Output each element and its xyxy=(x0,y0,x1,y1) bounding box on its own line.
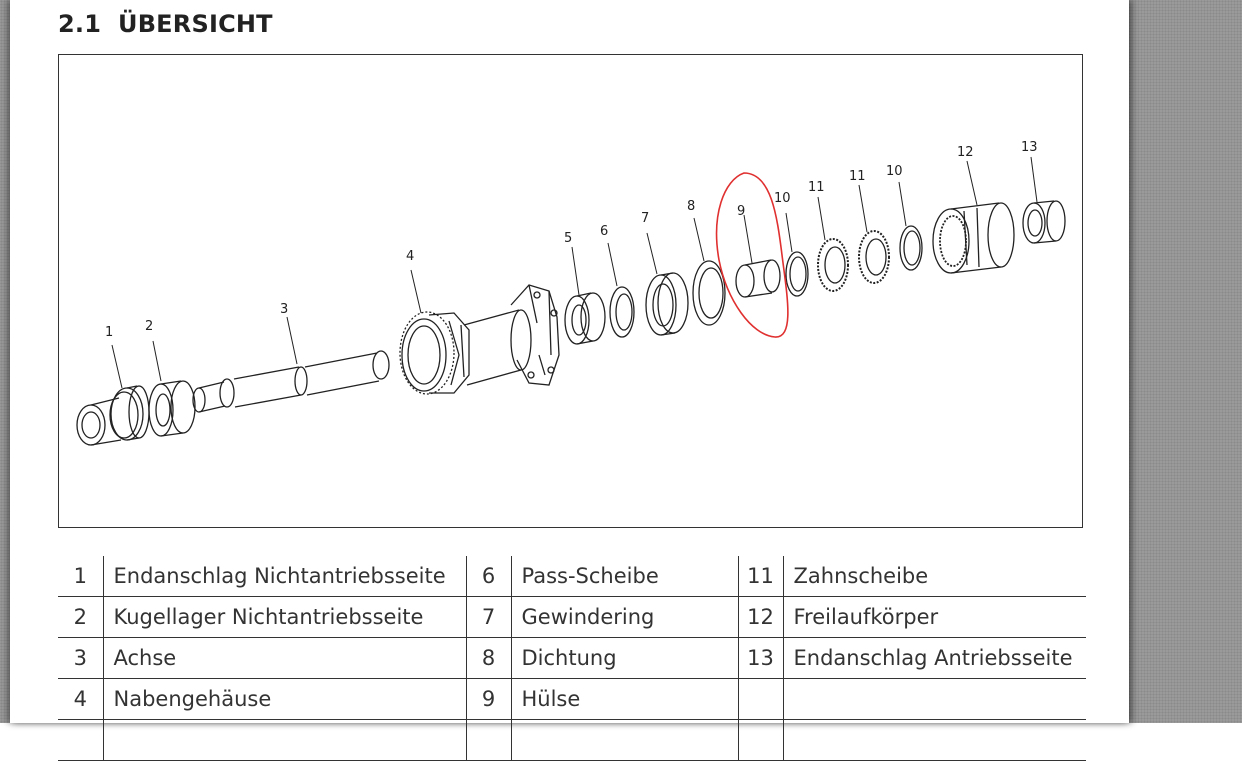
section-title: ÜBERSICHT xyxy=(118,10,273,38)
document-page[interactable]: 2.1 ÜBERSICHT xyxy=(10,0,1129,761)
callout-label: 12 xyxy=(957,145,974,160)
part-13-end-cap xyxy=(1022,200,1066,244)
callout-label: 8 xyxy=(687,199,695,214)
callout-label: 10 xyxy=(774,191,791,206)
part-7-threaded-ring xyxy=(645,272,689,336)
legend-part-name: Nabengehäuse xyxy=(103,678,467,720)
legend-part-name: Freilaufkörper xyxy=(783,596,1086,638)
part-12-freehub-body xyxy=(932,202,1015,274)
legend-part-name: Endanschlag Antriebsseite xyxy=(783,637,1086,679)
legend-part-name: Kugellager Nichtantriebsseite xyxy=(103,596,467,638)
section-heading: 2.1 ÜBERSICHT xyxy=(58,10,273,38)
callout-label: 11 xyxy=(808,180,825,195)
part-6-shim xyxy=(609,286,635,338)
part-11-star-ratchet-a xyxy=(817,238,849,292)
callout-label: 7 xyxy=(641,211,649,226)
legend-part-name: Hülse xyxy=(511,678,739,720)
callout-label: 5 xyxy=(564,231,572,246)
legend-part-name xyxy=(103,719,467,761)
part-5-bearing xyxy=(564,292,606,345)
callout-label: 13 xyxy=(1021,140,1038,155)
legend-part-name xyxy=(783,678,1086,720)
legend-part-number: 3 xyxy=(58,637,104,679)
callout-label: 10 xyxy=(886,164,903,179)
part-2-bearing xyxy=(148,380,196,437)
callout-label: 1 xyxy=(105,325,113,340)
legend-part-number: 1 xyxy=(58,556,104,597)
legend-part-number: 4 xyxy=(58,678,104,720)
legend-part-number: 8 xyxy=(466,637,512,679)
exploded-view-drawing: 1 2 3 4 5 6 7 8 9 10 11 11 10 12 13 xyxy=(76,140,1066,446)
callout-labels: 1 2 3 4 5 6 7 8 9 10 11 11 10 12 13 xyxy=(105,140,1038,340)
part-9-sleeve xyxy=(735,259,781,298)
part-3-axle xyxy=(192,350,390,413)
legend-part-number xyxy=(58,719,104,761)
legend-part-name: Dichtung xyxy=(511,637,739,679)
callout-label: 11 xyxy=(849,169,866,184)
legend-part-number: 11 xyxy=(738,556,784,597)
part-8-seal xyxy=(692,260,726,326)
callout-label: 4 xyxy=(406,249,414,264)
legend-part-number: 9 xyxy=(466,678,512,720)
legend-part-name: Zahnscheibe xyxy=(783,556,1086,597)
callout-label: 9 xyxy=(737,204,745,219)
legend-part-number: 7 xyxy=(466,596,512,638)
callout-label: 2 xyxy=(145,319,153,334)
legend-part-number xyxy=(738,678,784,720)
part-1-end-cap xyxy=(76,385,150,446)
legend-part-name: Endanschlag Nichtantriebsseite xyxy=(103,556,467,597)
legend-part-name xyxy=(783,719,1086,761)
exploded-view-figure: 1 2 3 4 5 6 7 8 9 10 11 11 10 12 13 xyxy=(58,54,1083,528)
legend-part-number xyxy=(466,719,512,761)
part-10-circlip-b xyxy=(899,225,923,271)
part-11-star-ratchet-b xyxy=(858,230,890,284)
legend-part-name: Pass-Scheibe xyxy=(511,556,739,597)
section-number: 2.1 xyxy=(58,10,102,38)
legend-part-name: Gewindering xyxy=(511,596,739,638)
legend-part-number xyxy=(738,719,784,761)
callout-label: 6 xyxy=(600,224,608,239)
highlight-marker xyxy=(715,172,789,338)
legend-part-number: 2 xyxy=(58,596,104,638)
callout-label: 3 xyxy=(280,302,288,317)
part-10-circlip-a xyxy=(785,251,809,297)
legend-part-number: 12 xyxy=(738,596,784,638)
part-4-hub-shell xyxy=(399,284,560,395)
legend-row xyxy=(58,719,1086,761)
legend-part-number: 6 xyxy=(466,556,512,597)
legend-part-name xyxy=(511,719,739,761)
legend-part-name: Achse xyxy=(103,637,467,679)
callout-leaders xyxy=(111,156,1038,389)
legend-part-number: 13 xyxy=(738,637,784,679)
